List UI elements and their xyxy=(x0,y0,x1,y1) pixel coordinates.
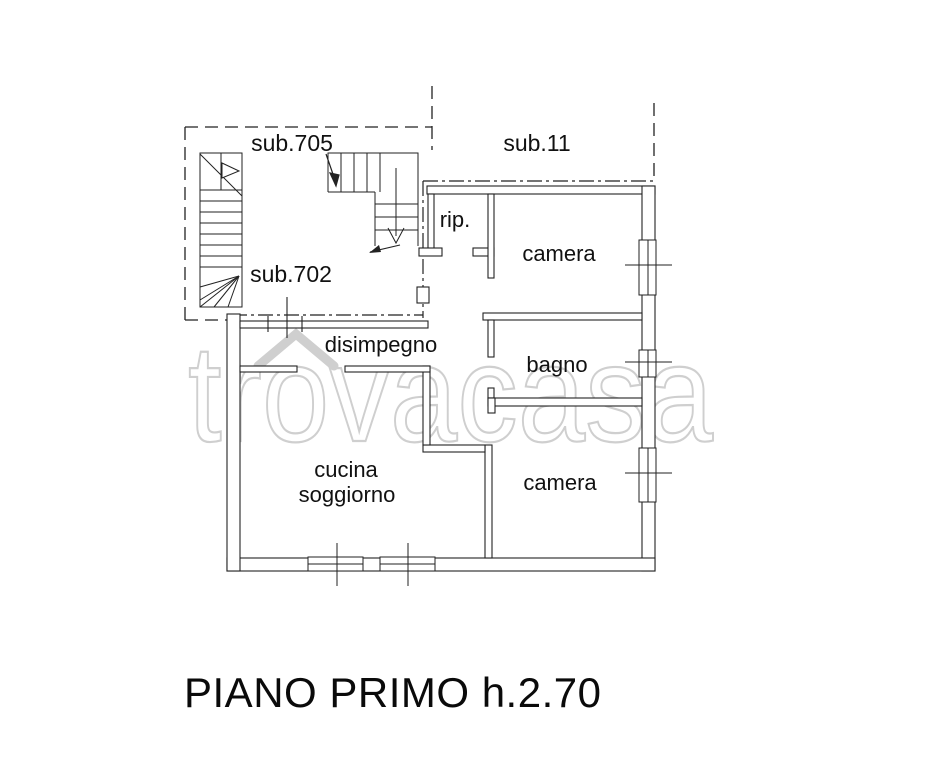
wall-left xyxy=(226,313,241,572)
label-soggiorno: soggiorno xyxy=(299,482,396,507)
wall-bagno-left-upper xyxy=(487,319,495,358)
wall-cucina-east xyxy=(422,365,431,446)
window-camera-top xyxy=(625,239,672,296)
label-sub702: sub.702 xyxy=(250,261,332,287)
wall-disimpegno-south-right xyxy=(344,365,431,373)
wall-disimpegno-south-left xyxy=(239,365,298,373)
wall-bagno-bottom-jamb xyxy=(487,397,496,414)
window-camera-bottom xyxy=(625,447,672,503)
sub705-leader-arrow xyxy=(325,153,340,188)
staircase-left xyxy=(199,152,243,308)
floor-title: PIANO PRIMO h.2.70 xyxy=(184,669,602,716)
label-sub705: sub.705 xyxy=(251,130,333,156)
window-cucina-1 xyxy=(307,543,364,586)
wall-corridor-jog xyxy=(422,444,486,453)
wall-rip-door-left-jamb xyxy=(418,247,443,257)
wall-camera2-left xyxy=(484,444,493,559)
wall-rip-camera-partition xyxy=(487,193,495,279)
window-cucina-2 xyxy=(379,543,436,586)
wall-top xyxy=(426,185,656,195)
window-bagno xyxy=(625,349,672,378)
wall-disimpegno-north xyxy=(239,320,429,329)
stair-break-arrow-icon xyxy=(369,245,381,253)
wall-bagno-left-lower xyxy=(487,387,495,399)
watermark-roof-icon xyxy=(253,328,339,371)
label-camera-top: camera xyxy=(522,241,596,266)
stair-down-arrow-icon xyxy=(387,227,405,245)
plan-labels: sub.705 sub.11 sub.702 rip. camera bagno… xyxy=(250,130,597,507)
dashed-boundary-lines xyxy=(184,86,655,321)
wall-bagno-bottom xyxy=(487,397,643,407)
label-sub11: sub.11 xyxy=(503,130,570,156)
stair-direction-arrow-icon xyxy=(221,162,241,179)
wall-bagno-top xyxy=(482,312,643,321)
wall-bottom xyxy=(226,557,656,572)
label-cucina: cucina xyxy=(314,457,378,482)
leader-arrowhead-icon xyxy=(328,172,340,188)
label-disimpegno: disimpegno xyxy=(325,332,438,357)
wall-boundary-jog xyxy=(416,286,430,304)
door-opening-marks xyxy=(267,297,303,338)
label-rip: rip. xyxy=(440,207,471,232)
label-camera-bottom: camera xyxy=(523,470,597,495)
interior-walls xyxy=(239,193,643,559)
staircase-top xyxy=(327,152,419,253)
windows xyxy=(307,239,672,586)
wall-rip-left xyxy=(427,193,435,251)
label-bagno: bagno xyxy=(526,352,587,377)
